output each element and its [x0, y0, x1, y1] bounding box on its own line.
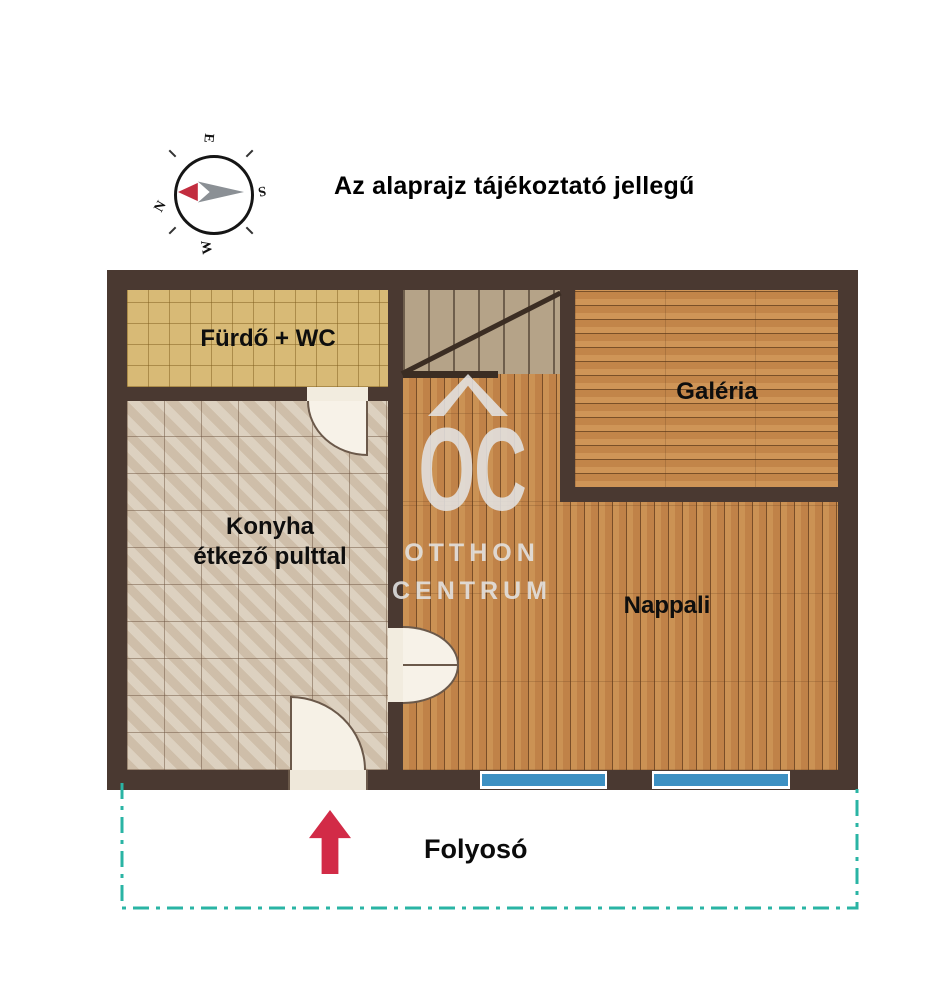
- window-right: [652, 771, 790, 789]
- gallery-label: Galéria: [676, 378, 758, 405]
- compass-north-label: N: [151, 198, 170, 215]
- compass-tick: [168, 226, 177, 235]
- compass-tick: [245, 226, 254, 235]
- room-bathroom-floor: [127, 290, 388, 387]
- watermark-line1: OTTHON: [404, 538, 540, 567]
- floor-plan: Fürdő + WC Konyha étkező pulttal Galéria…: [107, 270, 858, 790]
- compass-tick: [245, 149, 254, 158]
- room-kitchen-floor: [127, 401, 388, 770]
- kitchen-label: Konyha étkező pulttal: [150, 512, 390, 572]
- window-left: [480, 771, 607, 789]
- page-title: Az alaprajz tájékoztató jellegű: [334, 172, 695, 200]
- compass-east-label: E: [200, 132, 217, 144]
- compass-west-label: W: [199, 239, 216, 256]
- bathroom-door-opening: [307, 387, 368, 401]
- watermark: OC OTTHON CENTRUM: [382, 374, 562, 606]
- compass-rose-icon: E S W N: [146, 127, 276, 257]
- compass-needle-icon: [178, 180, 244, 204]
- compass-south-label: S: [256, 182, 268, 199]
- room-gallery-floor: [575, 290, 838, 487]
- stairs: [403, 290, 560, 378]
- room-living-floor: [403, 502, 838, 770]
- living-room-label: Nappali: [623, 592, 711, 619]
- entrance-door: [288, 770, 368, 790]
- corridor-label: Folyosó: [424, 834, 528, 864]
- bathroom-label: Fürdő + WC: [200, 325, 336, 352]
- kitchen-label-line1: Konyha: [225, 513, 314, 540]
- watermark-line2: CENTRUM: [392, 576, 552, 605]
- compass-tick: [168, 149, 177, 158]
- watermark-logo: OC: [418, 404, 527, 536]
- window-glass: [654, 774, 788, 786]
- living-door-opening: [388, 628, 403, 702]
- entrance-arrow-icon: [309, 810, 351, 874]
- window-glass: [482, 774, 605, 786]
- kitchen-label-line2: étkező pulttal: [193, 543, 347, 570]
